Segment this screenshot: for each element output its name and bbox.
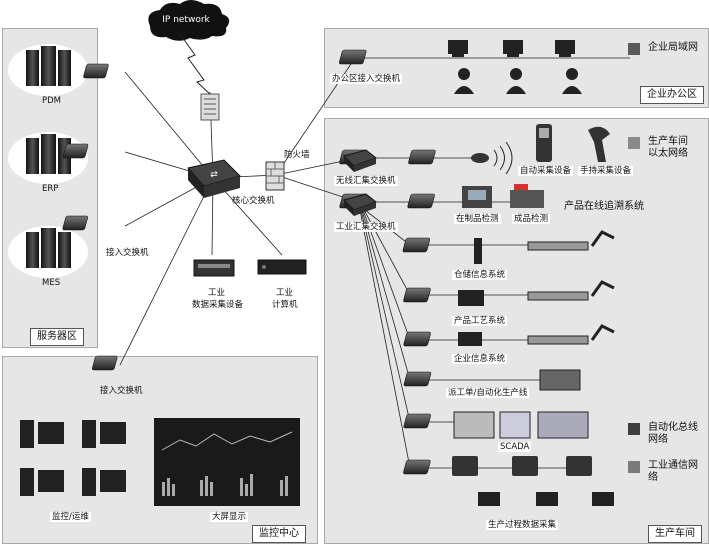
- finished-check-label: 成品检测: [512, 214, 551, 224]
- warehouse-label: 仓储信息系统: [452, 270, 508, 280]
- office-access-switch-label: 办公区接入交换机: [330, 74, 403, 84]
- scada-label: SCADA: [498, 442, 532, 452]
- handheld-collector-icon: [588, 126, 610, 162]
- enterprise-info-label: 企业信息系统: [452, 354, 508, 364]
- office-devices-icon: [448, 40, 582, 94]
- office-zone-label: 企业办公区: [640, 86, 704, 104]
- process-data-label: 生产过程数据采集: [486, 520, 559, 530]
- server-erp-label: ERP: [42, 184, 59, 194]
- server-pdm-label: PDM: [42, 96, 62, 106]
- daq-label-1: 工业: [208, 288, 226, 298]
- big-screen-label: 大屏显示: [210, 512, 249, 522]
- handheld-collector-label: 手持采集设备: [578, 166, 634, 176]
- auto-collector-icon: [536, 124, 552, 162]
- tracing-system-label: 产品在线追溯系统: [564, 201, 644, 212]
- inspection-machine-icon: [462, 186, 492, 208]
- production-line-icons: [453, 230, 615, 439]
- router-icon: [200, 93, 220, 121]
- industrial-pc-icon: [257, 259, 307, 275]
- access-switch-left-label: 接入交换机: [106, 248, 149, 258]
- ipc-label-1: 工业: [276, 288, 294, 298]
- server-mes-icon: [8, 226, 88, 278]
- wireless-switch-label: 无线汇集交换机: [334, 176, 398, 186]
- monitor-zone-label: 监控中心: [252, 525, 306, 543]
- finished-check-icon: [510, 184, 544, 208]
- server-pdm-icon: [8, 44, 88, 96]
- core-switch-icon: ⇄: [187, 159, 241, 198]
- industrial-tablets-icon: [452, 456, 614, 506]
- firewall-icon: [265, 161, 285, 191]
- access-switch-monitor-label: 接入交换机: [100, 386, 143, 396]
- svg-text:⇄: ⇄: [210, 170, 218, 180]
- server-mes-label: MES: [42, 278, 61, 288]
- process-label: 产品工艺系统: [452, 316, 508, 326]
- industrial-switch-icon: [343, 193, 378, 216]
- dispatch-label: 派工单/自动化生产线: [446, 388, 530, 398]
- ipc-label-2: 计算机: [272, 300, 298, 310]
- switch-icons: [62, 49, 436, 475]
- daq-device-icon: [193, 259, 235, 277]
- production-zone-label: 生产车间: [648, 525, 702, 543]
- firewall-label: 防火墙: [284, 150, 310, 160]
- big-screen-icon: [154, 418, 300, 506]
- industrial-switch-label: 工业汇集交换机: [334, 222, 398, 232]
- wireless-ap-icon: [471, 141, 513, 175]
- ip-cloud: IP network: [148, 0, 230, 41]
- wireless-switch-icon: [343, 149, 378, 172]
- in-process-check-label: 在制品检测: [454, 214, 501, 224]
- monitor-pcs-icon: [20, 420, 126, 496]
- daq-label-2: 数据采集设备: [192, 300, 244, 310]
- ip-cloud-label: IP network: [162, 15, 210, 25]
- server-zone-label: 服务器区: [30, 328, 84, 346]
- auto-collector-label: 自动采集设备: [518, 166, 574, 176]
- ops-label: 监控/运维: [50, 512, 91, 522]
- system-devices-icon: [458, 238, 484, 346]
- core-switch-label: 核心交换机: [232, 196, 275, 206]
